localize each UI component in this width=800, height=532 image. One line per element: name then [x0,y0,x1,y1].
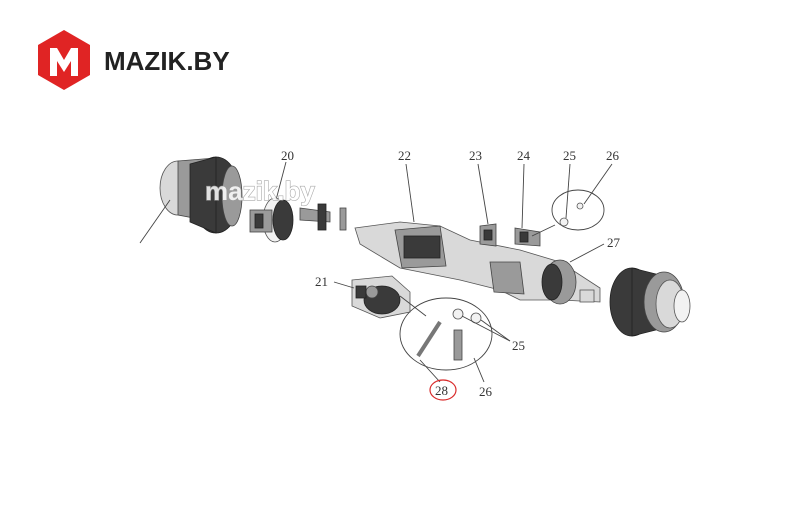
callout-25-bottom: 25 [512,338,525,353]
callout-23: 23 [469,148,482,163]
bottom-fastener-detail [399,297,511,383]
part-20-brake-assembly [249,161,347,243]
top-fastener-detail [531,163,613,237]
callout-22: 22 [398,148,411,163]
callout-24: 24 [517,148,531,163]
part-27-leader [569,243,605,263]
highlight-28-ring [429,379,457,401]
callout-28: 28 [435,383,448,398]
callout-21: 21 [315,274,328,289]
brand-name: MAZIK.BY [104,46,230,76]
right-brake-drum [609,267,691,337]
logo-m-glyph [50,48,78,76]
callout-27: 27 [607,235,621,250]
part-23-bracket [477,163,497,247]
left-brake-drum [139,156,243,244]
brand-logo[interactable]: MAZIK.BY [38,30,230,90]
part-21-differential [333,275,427,319]
callout-20: 20 [281,148,294,163]
callout-26-top: 26 [606,148,620,163]
watermark: mazik.by [205,176,315,206]
part-22-axle-housing [354,163,601,305]
callout-26-bottom: 26 [479,384,493,399]
callout-25-top: 25 [563,148,576,163]
part-24-bracket [514,163,541,247]
